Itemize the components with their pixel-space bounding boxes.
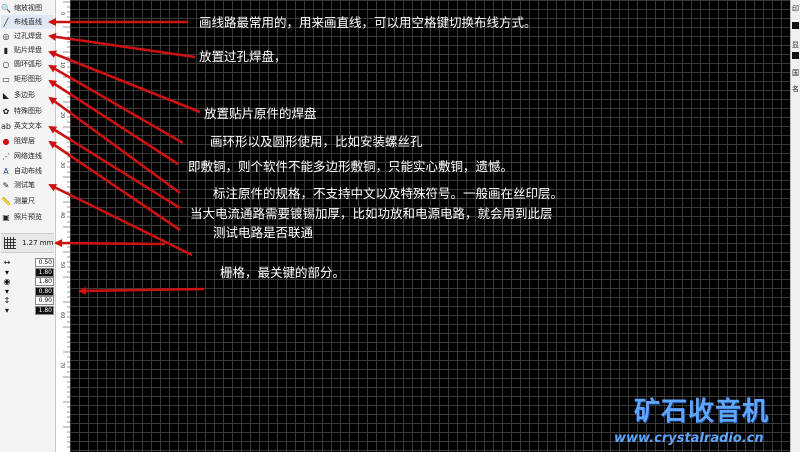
pad-hole-icon: ▾ xyxy=(4,286,9,296)
magnifier-icon: 🔍 xyxy=(1,3,11,13)
tool-label: 布线直线 xyxy=(14,18,42,26)
track-width-icon: ↔ xyxy=(3,258,11,267)
grid-size-value: 1.27 mm xyxy=(22,239,54,247)
size-field-row: ◉ 1.80 xyxy=(2,277,54,286)
annotation-text: 当大电流通路需要镀锡加厚，比如功放和电源电路，就会用到此层 xyxy=(190,206,553,221)
tool-label: 阻焊层 xyxy=(14,137,35,145)
smd-size-icon-2: ▾ xyxy=(4,305,9,315)
smd-pad-icon: ▮ xyxy=(3,45,9,55)
photo-preview-icon: ▣ xyxy=(2,212,10,222)
track-width-icon-2: ▾ xyxy=(4,267,9,277)
smd-size-icon: ↕ xyxy=(3,296,11,305)
right-panel: 印显国名 xyxy=(790,0,800,452)
annotation-text: 栅格，最关键的部分。 xyxy=(220,265,346,280)
solder-mask-icon: ● xyxy=(2,136,10,146)
ruler-label: 20 xyxy=(59,112,65,118)
tool-magnifier[interactable]: 🔍缩放视图 xyxy=(1,1,54,15)
tool-label: 矩形图形 xyxy=(14,75,42,83)
size-field-row: ▾ 1.80 xyxy=(2,267,54,277)
annotation-text: 画线路最常用的，用来画直线，可以用空格键切换布线方式。 xyxy=(199,15,537,30)
size-input[interactable]: 1.80 xyxy=(35,267,54,277)
ruler-label: 0 xyxy=(59,12,65,15)
color-swatch[interactable] xyxy=(792,52,799,59)
tool-solder-mask[interactable]: ● 阻焊层 xyxy=(1,134,54,148)
tool-rectangle[interactable]: ▭ 矩形图形 xyxy=(1,72,54,86)
ruler-icon: 📏 xyxy=(1,196,11,206)
tool-label: 多边形 xyxy=(14,91,35,99)
size-input[interactable]: 0.90 xyxy=(35,296,54,305)
ruler-ticks: 0 10 20 30 40 50 60 70 xyxy=(59,1,70,448)
size-field-row: ↕ 0.90 xyxy=(2,296,54,305)
ruler-label: 70 xyxy=(59,362,65,368)
annotation-text: 画环形以及圆形使用，比如安装螺丝孔 xyxy=(210,134,423,149)
tool-label: 测试笔 xyxy=(14,181,35,189)
polygon-icon: ◣ xyxy=(2,90,10,100)
special-shape-icon: ✿ xyxy=(2,106,10,116)
tool-label: 缩放视图 xyxy=(14,4,42,12)
circle-arc-icon: ○ xyxy=(2,59,10,69)
tool-label: 贴片焊盘 xyxy=(14,46,42,54)
line-icon: ╱ xyxy=(3,17,9,27)
size-input[interactable]: 0.80 xyxy=(35,286,54,296)
grid-icon xyxy=(4,237,16,249)
size-input[interactable]: 1.80 xyxy=(35,305,54,315)
tool-label: 测量尺 xyxy=(14,197,35,205)
right-panel-label: 名 xyxy=(792,85,799,93)
tool-label: 过孔焊盘 xyxy=(14,32,42,40)
grid-size-control[interactable]: 1.27 mm xyxy=(1,233,54,253)
tool-ruler[interactable]: 📏测量尺 xyxy=(1,194,54,208)
size-field-row: ▾ 1.80 xyxy=(2,305,54,315)
annotation-text: 即敷铜，则个软件不能多边形敷铜，只能实心敷铜，遗憾。 xyxy=(188,159,514,174)
tool-line[interactable]: ╱ 布线直线 xyxy=(1,15,54,29)
watermark-logo: 矿石收音机 xyxy=(634,397,770,427)
size-field-row: ↔ 0.50 xyxy=(2,258,54,267)
text-icon: ab xyxy=(1,121,11,131)
tool-netlist[interactable]: ⋰ 网络连线 xyxy=(1,149,54,163)
right-panel-label: 印 xyxy=(792,5,799,13)
size-input[interactable]: 1.80 xyxy=(35,277,54,286)
test-pen-icon: ✎ xyxy=(2,180,10,190)
tool-photo-preview[interactable]: ▣ 照片预览 xyxy=(1,210,54,224)
autoroute-icon: A xyxy=(3,166,9,176)
annotation-text: 标注原件的规格，不支持中文以及特殊符号。一般画在丝印层。 xyxy=(213,186,564,201)
tool-via-pad[interactable]: ◎ 过孔焊盘 xyxy=(1,29,54,43)
right-panel-label: 显 xyxy=(792,41,799,49)
vertical-ruler: 0 10 20 30 40 50 60 70 xyxy=(56,0,71,452)
annotation-text: 放置贴片原件的焊盘 xyxy=(204,106,317,121)
tool-label: 网络连线 xyxy=(14,152,42,160)
tool-label: 自动布线 xyxy=(14,167,42,175)
ruler-label: 10 xyxy=(59,62,65,68)
size-field-row: ▾ 0.80 xyxy=(2,286,54,296)
ruler-label: 50 xyxy=(59,262,65,268)
size-input[interactable]: 0.50 xyxy=(35,258,54,267)
rectangle-icon: ▭ xyxy=(2,74,10,84)
tool-circle-arc[interactable]: ○ 圆环弧形 xyxy=(1,57,54,71)
annotation-text: 测试电路是否联通 xyxy=(213,225,314,240)
tool-label: 特殊图形 xyxy=(14,107,42,115)
tool-smd-pad[interactable]: ▮ 贴片焊盘 xyxy=(1,43,54,57)
right-panel-label: 国 xyxy=(792,69,799,77)
tool-test-pen[interactable]: ✎ 测试笔 xyxy=(1,178,54,192)
netlist-icon: ⋰ xyxy=(2,151,10,161)
tool-label: 英文文本 xyxy=(14,122,42,130)
ruler-label: 40 xyxy=(59,212,65,218)
tool-autoroute[interactable]: A 自动布线 xyxy=(1,164,54,178)
ruler-label: 60 xyxy=(59,312,65,318)
via-pad-icon: ◎ xyxy=(2,31,10,41)
tool-label: 圆环弧形 xyxy=(14,60,42,68)
annotation-text: 放置过孔焊盘， xyxy=(199,49,287,64)
color-swatch[interactable] xyxy=(792,22,799,29)
tool-special-shape[interactable]: ✿ 特殊图形 xyxy=(1,104,54,118)
pad-size-icon: ◉ xyxy=(3,277,11,286)
pcb-canvas[interactable] xyxy=(70,0,790,452)
watermark-url: www.crystalradio.cn xyxy=(614,431,764,446)
tool-polygon[interactable]: ◣ 多边形 xyxy=(1,88,54,102)
ruler-label: 30 xyxy=(59,162,65,168)
tool-label: 照片预览 xyxy=(14,213,42,221)
